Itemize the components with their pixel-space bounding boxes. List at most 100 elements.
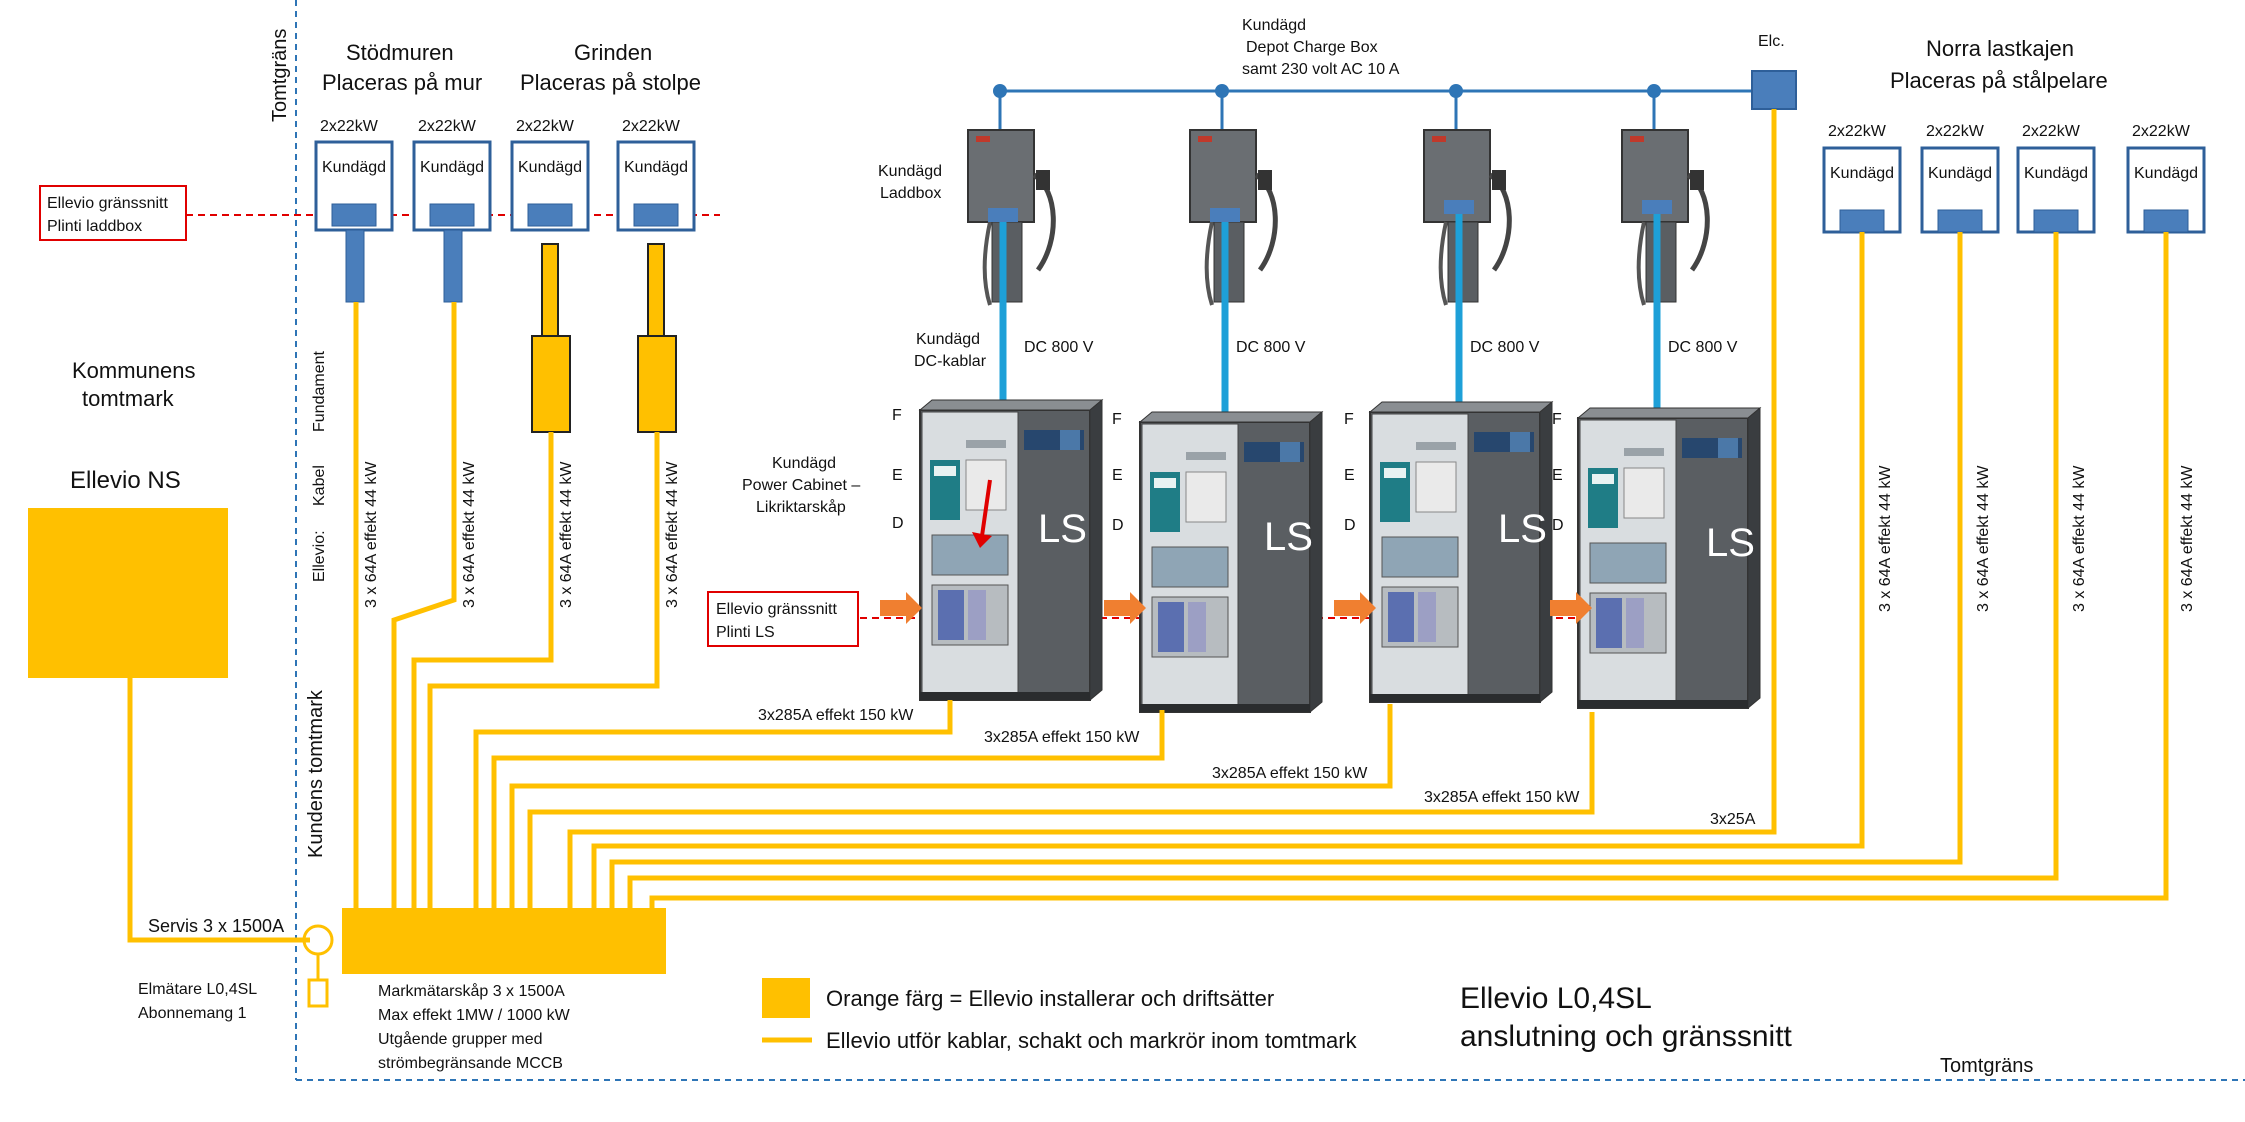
ellevio-ns-substation <box>28 508 228 678</box>
legend-line-text: Ellevio utför kablar, schakt och markrör… <box>826 1028 1358 1053</box>
cable-label-charger-4: 3x285A effekt 150 kW <box>1424 789 1580 806</box>
wall-box-2-foundation <box>443 229 463 303</box>
ellevio-colon-label: Ellevio: <box>311 530 328 582</box>
ellevio-ns-label: Ellevio NS <box>70 467 181 494</box>
dock-box-4-plinth <box>2143 209 2189 233</box>
charger-4-dc: DC 800 V <box>1668 339 1738 356</box>
bus-node-4 <box>1647 84 1661 98</box>
markmatarskap-line4: strömbegränsande MCCB <box>378 1055 563 1072</box>
cable-dock-1 <box>591 232 1865 908</box>
dc-kablar-label-2: DC-kablar <box>914 353 987 370</box>
cable-charger-1 <box>473 700 953 908</box>
dock-box-3: 2x22kW Kundägd <box>2016 123 2096 234</box>
markmatarskap-line1: Markmätarskåp 3 x 1500A <box>378 982 565 1000</box>
elmatare-box <box>307 978 329 1008</box>
tomtmark-label: tomtmark <box>82 386 175 411</box>
laddbox-3-plinth <box>1444 200 1474 214</box>
charger-1-ls: LS <box>1038 507 1087 551</box>
wall-box-4-foundation <box>637 335 677 433</box>
charger-1: DC 800 V LS <box>880 130 1103 701</box>
cable-dock-2 <box>609 232 1963 908</box>
bus-node-2 <box>1215 84 1229 98</box>
servis-cable <box>127 678 310 943</box>
footer-title-1: Ellevio L0,4SL <box>1460 982 1652 1015</box>
dock-box-2-label: Kundägd <box>1928 165 1992 182</box>
wall-box-3-label: Kundägd <box>518 159 582 176</box>
dock-box-4-power: 2x22kW <box>2132 123 2191 140</box>
depot-label-1: Kundägd <box>1242 17 1306 34</box>
wall-box-3-post <box>541 243 559 337</box>
cable-wall-2 <box>391 302 457 908</box>
wall-box-1-foundation <box>345 229 365 303</box>
laddbox-2-plinth <box>1210 208 1240 222</box>
tomtgrans-label-left: Tomtgräns <box>269 29 291 122</box>
dock-box-1-label: Kundägd <box>1830 165 1894 182</box>
dock-box-3-power: 2x22kW <box>2022 123 2081 140</box>
wall-box-4-plinth <box>633 203 679 227</box>
kundens-tomtmark-label: Kundens tomtmark <box>305 689 327 858</box>
charger-2-dc: DC 800 V <box>1236 339 1306 356</box>
interface-box-laddbox-line2: Plinti laddbox <box>47 218 142 235</box>
wall-box-4-power: 2x22kW <box>622 118 681 135</box>
cable-elc <box>567 109 1777 908</box>
red-arrow-1 <box>980 479 992 537</box>
cable-label-wall-3: 3 x 64A effekt 44 kW <box>558 461 575 608</box>
tomtgrans-label-bottom: Tomtgräns <box>1940 1055 2033 1077</box>
legend-orange-swatch <box>762 978 810 1018</box>
servis-label: Servis 3 x 1500A <box>148 916 284 936</box>
laddbox-4-plinth <box>1642 200 1672 214</box>
kabel-label: Kabel <box>311 465 328 506</box>
charger-3-dc: DC 800 V <box>1470 339 1540 356</box>
marker-f-4: F <box>1552 411 1562 428</box>
norra-subtitle: Placeras på stålpelare <box>1890 68 2108 93</box>
marker-d-2: D <box>1112 517 1124 534</box>
grinden-title: Grinden <box>574 40 652 65</box>
charger-4: DC 800 V LS <box>1550 130 1761 709</box>
wall-box-4: 2x22kW Kundägd <box>616 118 696 433</box>
legend-orange-text: Orange färg = Ellevio installerar och dr… <box>826 986 1274 1011</box>
marker-e-1: E <box>892 467 903 484</box>
cable-label-charger-3: 3x285A effekt 150 kW <box>1212 765 1368 782</box>
stodmuren-subtitle: Placeras på mur <box>322 70 482 95</box>
markmatarskap-line2: Max effekt 1MW / 1000 kW <box>378 1007 571 1024</box>
wall-box-2-power: 2x22kW <box>418 118 477 135</box>
interface-box-ls <box>707 591 859 647</box>
laddbox-3 <box>1424 130 1509 305</box>
dock-box-2-plinth <box>1937 209 1983 233</box>
dock-box-4: 2x22kW Kundägd <box>2126 123 2206 234</box>
wall-box-4-label: Kundägd <box>624 159 688 176</box>
cable-label-wall-4: 3 x 64A effekt 44 kW <box>664 461 681 608</box>
arrow-1 <box>880 592 922 624</box>
power-cabinet-2 <box>1139 411 1323 713</box>
norra-title: Norra lastkajen <box>1926 36 2074 61</box>
cable-label-dock-2: 3 x 64A effekt 44 kW <box>1975 465 1992 612</box>
dock-box-2-power: 2x22kW <box>1926 123 1985 140</box>
dock-box-2: 2x22kW Kundägd <box>1920 123 2000 234</box>
laddbox-4 <box>1622 130 1707 305</box>
wall-box-2-plinth <box>429 203 475 227</box>
wall-box-2-label: Kundägd <box>420 159 484 176</box>
interface-box-ls-line2: Plinti LS <box>716 624 775 641</box>
cable-label-dock-3: 3 x 64A effekt 44 kW <box>2071 465 2088 612</box>
wall-box-1-label: Kundägd <box>322 159 386 176</box>
elmatare-label-1: Elmätare L0,4SL <box>138 981 257 998</box>
depot-label-2: Depot Charge Box <box>1246 39 1378 56</box>
cable-dock-4 <box>649 232 2169 908</box>
marker-f-1: F <box>892 407 902 424</box>
cable-wall-4 <box>427 432 660 908</box>
charger-4-ls: LS <box>1706 521 1755 565</box>
bus-node-3 <box>1449 84 1463 98</box>
marker-f-3: F <box>1344 411 1354 428</box>
dock-box-3-plinth <box>2033 209 2079 233</box>
wall-box-1-power: 2x22kW <box>320 118 379 135</box>
elc-box <box>1751 70 1797 110</box>
footer-title-2: anslutning och gränssnitt <box>1460 1020 1793 1053</box>
wall-box-2: 2x22kW Kundägd <box>412 118 492 303</box>
wall-box-3-plinth <box>527 203 573 227</box>
cable-charger-2 <box>491 710 1165 908</box>
cable-charger-3 <box>509 704 1393 908</box>
arrow-3 <box>1334 592 1376 624</box>
fundament-label: Fundament <box>311 351 328 432</box>
dock-box-1-power: 2x22kW <box>1828 123 1887 140</box>
